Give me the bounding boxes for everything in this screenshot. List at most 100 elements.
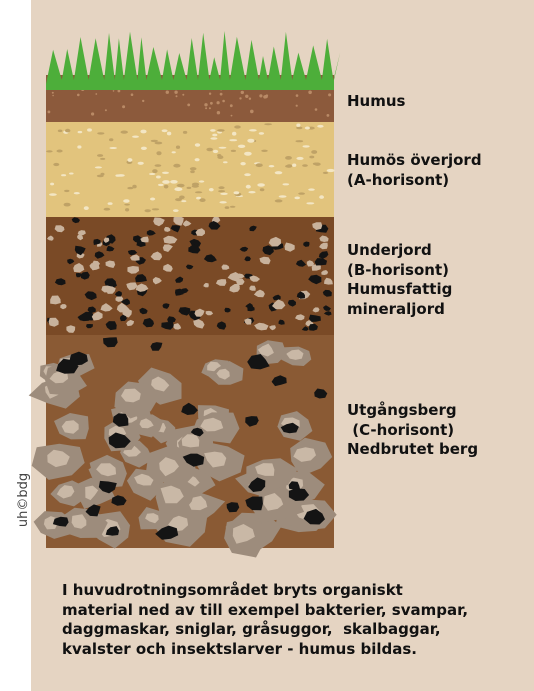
grass: [46, 31, 340, 90]
topsoil-grain: [150, 198, 155, 201]
label-humus: Humus: [347, 92, 405, 112]
topsoil-grain: [305, 127, 310, 130]
topsoil-grain: [127, 187, 133, 189]
topsoil-grain: [295, 140, 303, 142]
humus-speck: [48, 111, 51, 114]
humus-speck: [239, 97, 241, 99]
caption: I huvudrotningsområdet bryts organiskt m…: [62, 581, 522, 659]
humus-speck: [230, 104, 233, 107]
caption-line: daggmaskar, sniglar, gråsuggor, skalbagg…: [62, 620, 522, 640]
topsoil-grain: [275, 171, 283, 174]
topsoil-grain: [285, 156, 292, 160]
topsoil-grain: [296, 127, 302, 130]
topsoil-grain: [127, 158, 132, 162]
topsoil-grain: [225, 206, 230, 209]
topsoil-grain: [206, 148, 213, 151]
humus-speck: [264, 95, 267, 98]
topsoil-layer: [46, 119, 335, 217]
topsoil-grain: [259, 132, 264, 135]
caption-line: material ned av till exempel bakterier, …: [62, 601, 522, 621]
humus-speck: [77, 94, 80, 97]
topsoil-grain: [230, 206, 236, 208]
humus-speck: [250, 110, 254, 114]
topsoil-grain: [313, 163, 319, 166]
topsoil-grain: [173, 164, 180, 168]
topsoil-grain: [121, 131, 128, 134]
humus-speck: [52, 95, 54, 97]
topsoil-grain: [177, 184, 183, 186]
topsoil-grain: [97, 154, 103, 157]
topsoil-grain: [264, 123, 272, 125]
topsoil-grain: [124, 204, 130, 206]
humus-speck: [217, 111, 220, 114]
topsoil-grain: [292, 164, 296, 167]
topsoil-grain: [140, 130, 146, 134]
topsoil-grain: [260, 188, 265, 191]
topsoil-grain: [49, 193, 57, 196]
topsoil-grain: [244, 173, 251, 176]
topsoil-grain: [123, 199, 129, 203]
topsoil-grain: [149, 173, 155, 175]
humus-speck: [296, 94, 299, 97]
topsoil-grain: [212, 134, 217, 137]
subsoil-layer: [46, 215, 334, 335]
humus-speck: [241, 91, 244, 94]
label-c-horizon: Utgångsberg (C-horisont) Nedbrutet berg: [347, 401, 478, 460]
humus-speck: [122, 105, 125, 108]
topsoil-grain: [74, 192, 80, 194]
topsoil-grain: [285, 165, 291, 168]
topsoil-grain: [311, 150, 317, 154]
humus-speck: [95, 93, 97, 95]
topsoil-grain: [275, 199, 283, 202]
topsoil-grain: [195, 143, 200, 146]
humus-speck: [259, 94, 262, 97]
topsoil-grain: [195, 158, 200, 161]
topsoil-grain: [151, 140, 158, 142]
humus-speck: [142, 100, 144, 102]
topsoil-grain: [219, 147, 227, 149]
topsoil-grain: [306, 202, 314, 204]
topsoil-grain: [190, 167, 197, 170]
topsoil-grain: [234, 191, 240, 194]
topsoil-grain: [173, 209, 179, 212]
topsoil-grain: [152, 208, 159, 210]
topsoil-grain: [156, 176, 161, 179]
humus-speck: [210, 102, 213, 105]
topsoil-grain: [261, 150, 268, 152]
topsoil-grain: [164, 185, 169, 189]
caption-line: I huvudrotningsområdet bryts organiskt: [62, 581, 522, 601]
topsoil-grain: [100, 158, 105, 160]
topsoil-grain: [176, 146, 180, 149]
subsoil-grain: [249, 286, 255, 291]
topsoil-grain: [145, 209, 151, 212]
topsoil-grain: [181, 200, 186, 202]
topsoil-grain: [238, 145, 245, 148]
topsoil-grain: [247, 139, 254, 143]
topsoil-grain: [77, 145, 81, 148]
topsoil-grain: [46, 150, 53, 152]
topsoil-grain: [308, 188, 314, 190]
topsoil-grain: [302, 164, 308, 167]
topsoil-grain: [199, 180, 204, 182]
topsoil-fill: [46, 119, 334, 217]
humus-speck: [308, 91, 312, 95]
topsoil-grain: [61, 174, 66, 176]
topsoil-grain: [240, 162, 245, 165]
humus-speck: [118, 90, 121, 93]
humus-speck: [187, 104, 190, 107]
topsoil-grain: [220, 193, 228, 195]
topsoil-grain: [78, 131, 83, 133]
topsoil-grain: [162, 180, 170, 184]
grass-blades: [46, 31, 340, 90]
topsoil-grain: [319, 195, 324, 199]
topsoil-grain: [64, 190, 69, 192]
humus-speck: [113, 90, 115, 92]
humus-speck: [245, 95, 248, 98]
topsoil-grain: [249, 129, 257, 131]
topsoil-grain: [232, 132, 236, 136]
humus-speck: [91, 112, 94, 115]
topsoil-grain: [217, 129, 225, 132]
topsoil-grain: [257, 183, 265, 186]
topsoil-grain: [309, 156, 314, 159]
topsoil-grain: [174, 187, 182, 191]
